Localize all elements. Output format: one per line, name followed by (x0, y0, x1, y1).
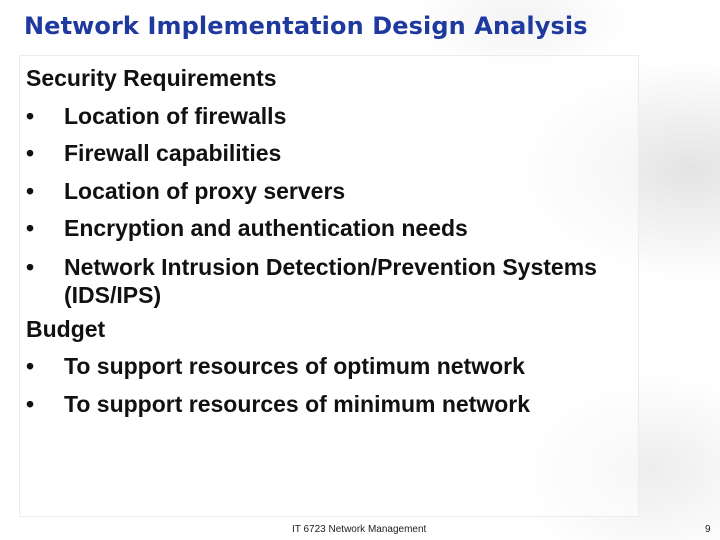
bullet-item: • Encryption and authentication needs (26, 210, 626, 248)
bullet-text: Location of firewalls (64, 102, 287, 129)
bullet-text: To support resources of optimum network (64, 353, 525, 379)
bullet-glyph: • (26, 253, 35, 280)
content-placeholder-box (19, 55, 639, 517)
bullet-text: Network Intrusion Detection/Prevention S… (64, 253, 597, 308)
bullet-glyph: • (26, 390, 35, 417)
bullet-glyph: • (26, 140, 35, 166)
bullet-item: • Network Intrusion Detection/Prevention… (26, 248, 626, 311)
bullet-glyph: • (26, 102, 35, 129)
bullet-glyph: • (26, 177, 35, 204)
bullet-text: To support resources of minimum network (64, 390, 531, 417)
bullet-text: Encryption and authentication needs (64, 215, 468, 241)
bullet-item: • To support resources of optimum networ… (26, 348, 626, 386)
bullet-text: Firewall capabilities (64, 140, 282, 166)
bullet-item: • To support resources of minimum networ… (26, 386, 626, 424)
section-heading-budget: Budget (26, 315, 106, 342)
bullet-item: • Firewall capabilities (26, 135, 626, 173)
slide-body: Security Requirements • Location of fire… (26, 60, 626, 423)
slide-title: Network Implementation Design Analysis (24, 12, 588, 40)
bullet-glyph: • (26, 353, 35, 379)
bullet-item: • Location of proxy servers (26, 173, 626, 211)
section-heading-security: Security Requirements (26, 65, 277, 91)
bullet-text: Location of proxy servers (64, 177, 346, 204)
page-number: 9 (705, 524, 711, 535)
bullet-glyph: • (26, 215, 35, 241)
slide-footer: IT 6723 Network Management (292, 524, 427, 535)
bullet-item: • Location of firewalls (26, 98, 626, 136)
